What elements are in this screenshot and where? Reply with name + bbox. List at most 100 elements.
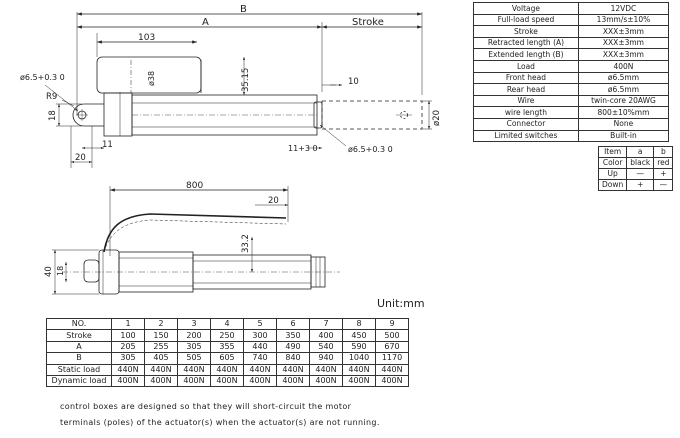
stroke-cell: 205 [111,340,145,354]
stroke-cell: 440N [243,363,277,376]
stroke-cell: 940 [309,352,343,365]
switch-cell: Color [597,157,628,169]
spec-label: Front head [473,71,579,85]
switch-row: Up—+ [597,168,674,180]
stroke-cell: 400N [111,374,145,388]
stroke-cell: 400N [177,374,211,388]
stroke-cell: 400N [210,374,244,388]
dim-height-label: 35.15 [241,68,251,92]
spec-value: ø6.5mm [577,83,670,96]
switch-header-cell: a [626,146,655,158]
stroke-cell: 440 [243,340,277,354]
stroke-cell: 590 [342,340,376,354]
spec-value: ø6.5mm [577,71,670,85]
spec-label: Connector [473,117,579,131]
stroke-cell: 1040 [342,352,376,365]
stroke-cell: 670 [375,340,409,354]
stroke-header-cell: 3 [177,317,211,331]
stroke-cell: 440N [210,363,244,376]
stroke-cell: 440N [177,363,211,376]
spec-value: 12VDC [577,2,670,15]
dim-rear-radius-label: R9 [46,92,57,102]
note-line-2: terminals (poles) of the actuator(s) whe… [60,418,380,427]
spec-value: 13mm/s±10% [577,13,670,27]
stroke-cell: Static load [46,363,112,376]
stroke-cell: 400 [309,329,343,342]
switch-cell: Up [597,168,628,180]
stroke-cell: 400N [144,374,178,388]
spec-row: Retracted length (A)XXX±3mm [473,36,670,50]
spec-value: XXX±3mm [577,36,670,50]
spec-label: Full-load speed [473,13,579,27]
switch-cell: black [626,157,655,169]
dim-motor-dia-label: ø38 [147,71,156,86]
dim-top-rear-label: 18 [56,266,65,276]
spec-value: 400N [577,59,670,73]
dim-top-height-label: 33.2 [241,234,251,253]
switch-cell: — [626,168,655,180]
spec-label: wire length [473,106,579,119]
stroke-cell: 350 [276,329,310,342]
spec-value: twin-core 20AWG [577,94,670,108]
stroke-header-cell: 4 [210,317,244,331]
note-line-1: control boxes are designed so that they … [60,402,352,411]
spec-row: Extended length (B)XXX±3mm [473,48,670,61]
stroke-cell: 505 [177,352,211,365]
stroke-cell: 440N [375,363,409,376]
dim-rear-height-label: 18 [48,110,58,121]
spec-label: Wire [473,94,579,108]
stroke-header-cell: 8 [342,317,376,331]
spec-value: 800±10%mm [577,106,670,119]
stroke-cell: 400N [309,374,343,388]
stroke-cell: 355 [210,340,244,354]
stroke-cell: 405 [144,352,178,365]
dim-retracted-label: A [202,17,209,28]
switch-cell: — [653,179,674,191]
top-view [52,186,340,295]
side-view [44,12,432,168]
spec-label: Rear head [473,83,579,96]
spec-value: XXX±3mm [577,48,670,61]
spec-value: Built-in [577,129,670,143]
dim-wire-length-label: 800 [186,181,203,191]
stroke-cell: 740 [243,352,277,365]
spec-label: Stroke [473,25,579,38]
dim-motor-length-label: 103 [138,33,155,43]
stroke-cell: 605 [210,352,244,365]
dim-top-width-label: 40 [44,266,54,277]
stroke-header-cell: NO. [46,317,112,331]
switch-cell: + [626,179,655,191]
dim-front-hole-label: ø6.5+0.3 0 [348,145,393,154]
stroke-cell: 450 [342,329,376,342]
stroke-cell: 100 [111,329,145,342]
stroke-cell: 255 [144,340,178,354]
switch-cell: Down [597,179,628,191]
stroke-cell: 200 [177,329,211,342]
stroke-cell: 440N [309,363,343,376]
stroke-cell: 540 [309,340,343,354]
stroke-cell: 300 [243,329,277,342]
spec-value: None [577,117,670,131]
dim-rear-end-label: 11 [102,140,113,150]
stroke-cell: Stroke [46,329,112,342]
stroke-cell: Dynamic load [46,374,112,388]
stroke-cell: 400N [276,374,310,388]
switch-cell: + [653,168,674,180]
dim-front-offset-label: 11+3 0 [288,144,318,153]
stroke-header-cell: 5 [243,317,277,331]
switch-row: Down+— [597,179,674,191]
stroke-cell: B [46,352,112,365]
